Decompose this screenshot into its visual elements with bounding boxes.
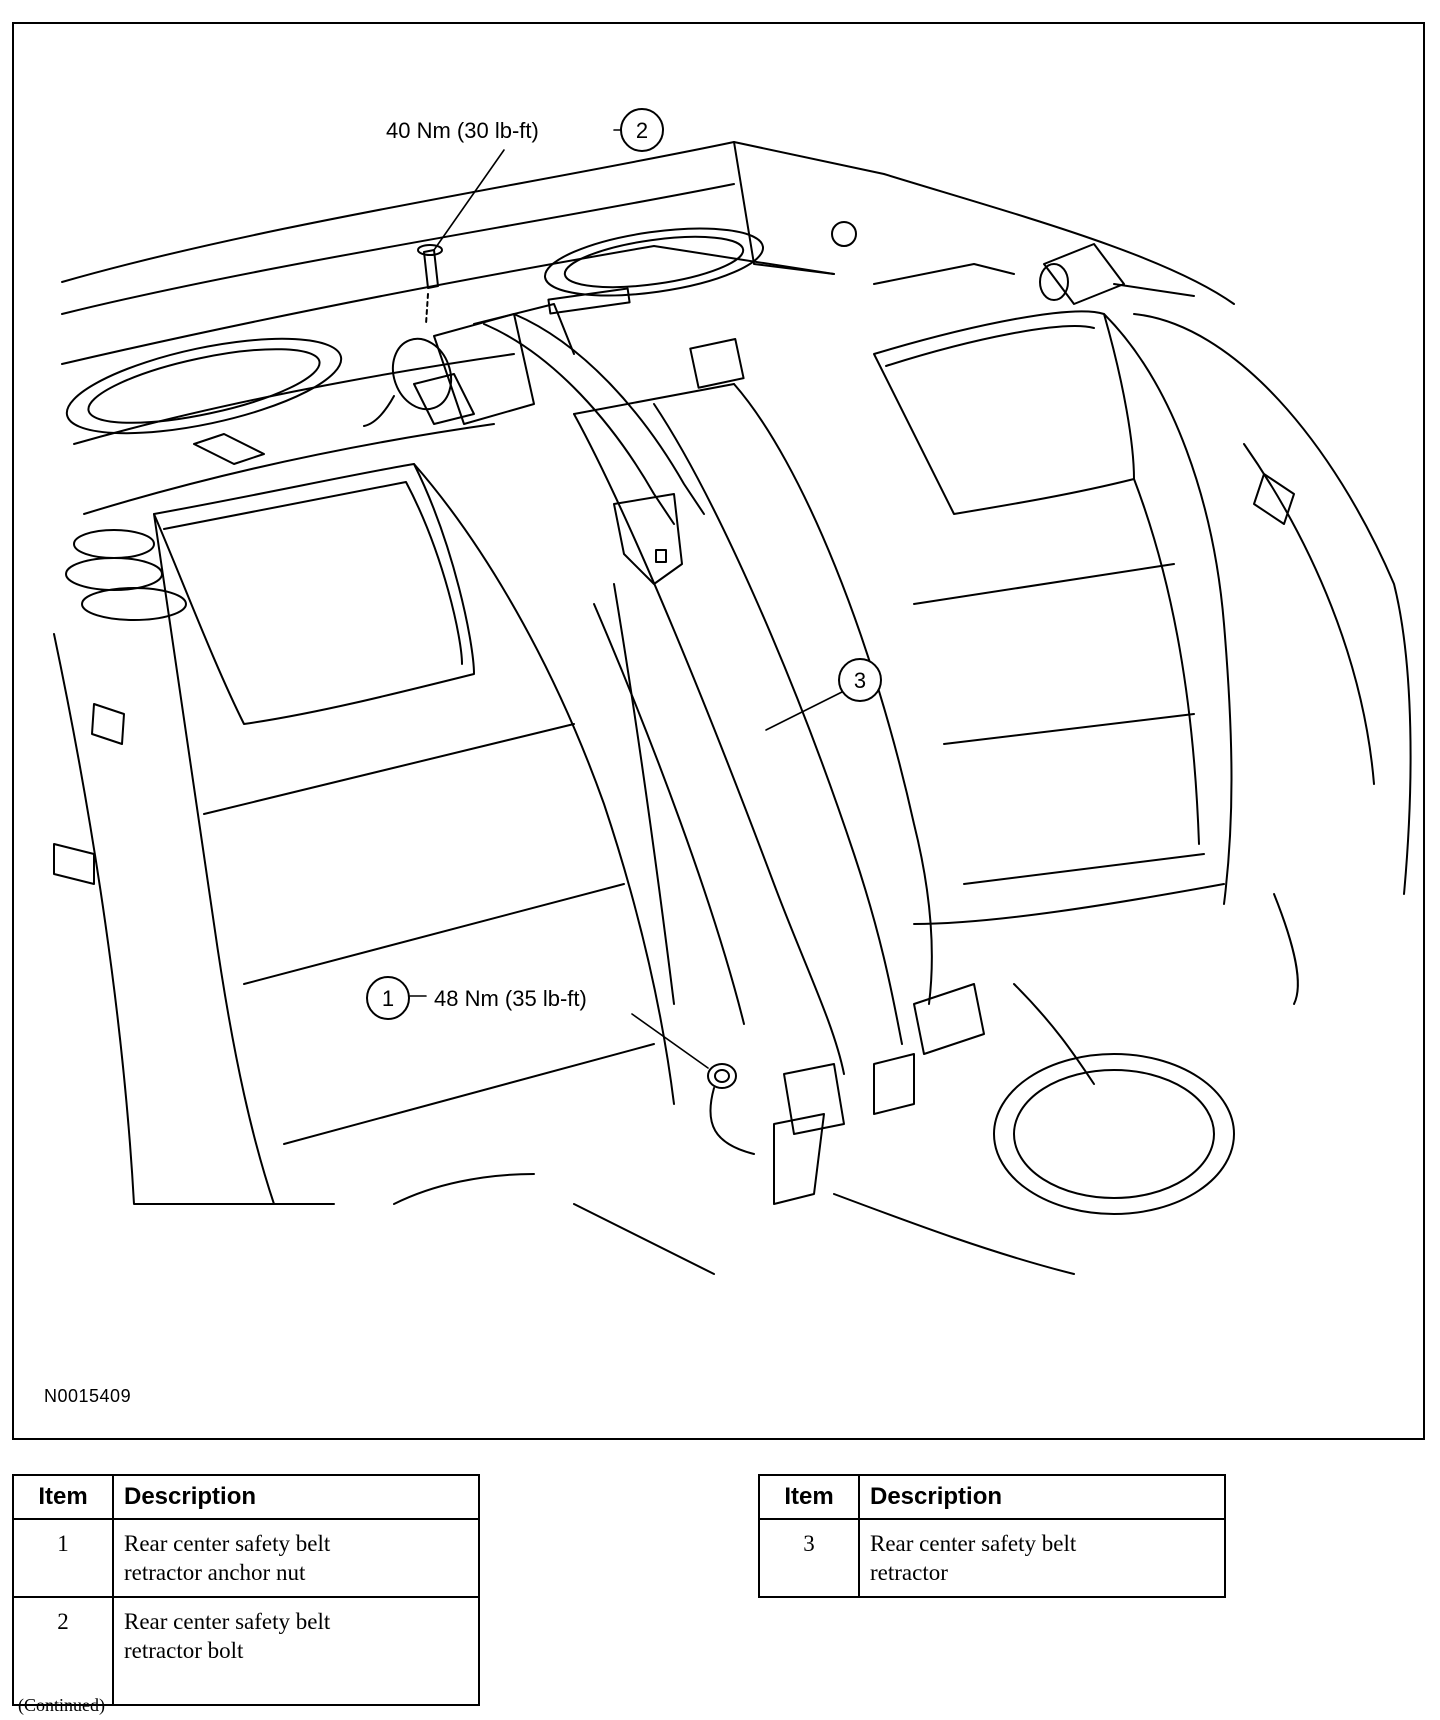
retractor-assembly	[363, 303, 575, 427]
item-description: Rear center safety belt retractor	[858, 1518, 1226, 1598]
retractor-bolt	[417, 244, 443, 325]
callout-2-torque: 40 Nm (30 lb-ft)	[386, 118, 539, 143]
figure-id: N0015409	[44, 1386, 132, 1406]
item-header: Item	[12, 1474, 114, 1520]
description-line: Rear center safety belt	[124, 1531, 331, 1556]
callout-2-circle	[620, 108, 664, 152]
table-row: 1 Rear center safety belt retractor anch…	[12, 1518, 480, 1598]
item-number: 3	[758, 1518, 860, 1598]
continued-note: (Continued)	[18, 1695, 105, 1715]
right-seatback	[873, 310, 1412, 925]
figure-frame: 2 3 1 40 Nm (30 lb-ft) 48 Nm (35 lb-ft) …	[12, 22, 1425, 1440]
center-seatback	[573, 383, 933, 1075]
item-description: Rear center safety belt retractor anchor…	[112, 1518, 480, 1598]
legend-table-left: Item Description 1 Rear center safety be…	[12, 1474, 480, 1706]
callout-1-number: 1	[382, 986, 394, 1011]
left-seatback	[53, 463, 675, 1205]
legend-table-right: Item Description 3 Rear center safety be…	[758, 1474, 1226, 1598]
description-header: Description	[112, 1474, 480, 1520]
legend-header-row: Item Description	[758, 1474, 1226, 1520]
description-line: retractor bolt	[124, 1638, 244, 1663]
callout-1-torque: 48 Nm (35 lb-ft)	[434, 986, 587, 1011]
description-line: Rear center safety belt	[124, 1609, 331, 1634]
anchor-nut	[707, 1063, 755, 1155]
callout-2-number: 2	[636, 118, 648, 143]
package-tray	[61, 141, 1235, 621]
callout-3-circle	[838, 658, 882, 702]
item-number: 2	[12, 1596, 114, 1706]
description-line: retractor	[870, 1560, 948, 1585]
table-row: 2 Rear center safety belt retractor bolt	[12, 1596, 480, 1706]
center-safety-belt	[483, 287, 705, 585]
description-line: retractor anchor nut	[124, 1560, 306, 1585]
callout-1-circle	[366, 976, 410, 1020]
right-retractor	[1039, 243, 1195, 305]
buckle-and-floor	[53, 703, 1299, 1275]
description-line: Rear center safety belt	[870, 1531, 1077, 1556]
table-row: 3 Rear center safety belt retractor	[758, 1518, 1226, 1598]
callout-3-number: 3	[854, 668, 866, 693]
description-header: Description	[858, 1474, 1226, 1520]
item-description: Rear center safety belt retractor bolt	[112, 1596, 480, 1706]
seat-illustration: 2 3 1 40 Nm (30 lb-ft) 48 Nm (35 lb-ft)	[53, 108, 1412, 1275]
item-number: 1	[12, 1518, 114, 1598]
item-header: Item	[758, 1474, 860, 1520]
legend-header-row: Item Description	[12, 1474, 480, 1520]
